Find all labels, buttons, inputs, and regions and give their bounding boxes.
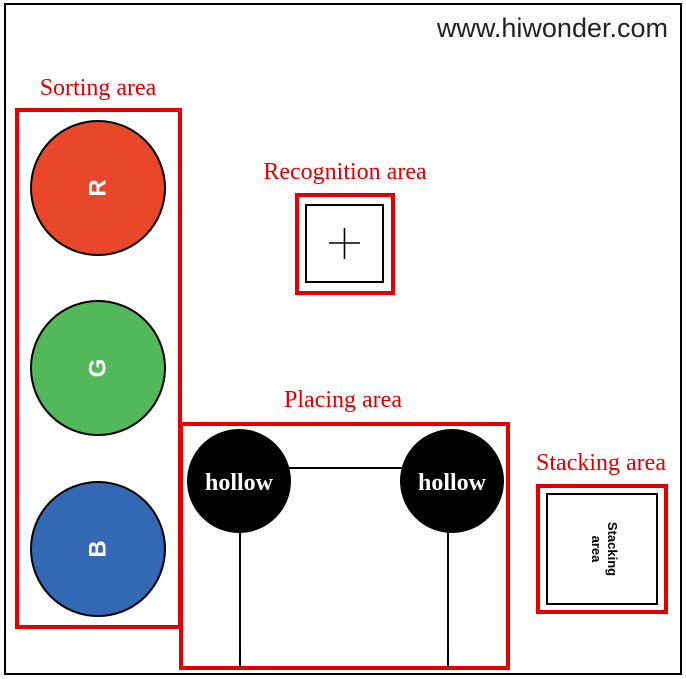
placing-slot-right: hollow <box>400 429 504 533</box>
sorting-slot-red: R <box>30 120 166 256</box>
red-letter: R <box>85 179 112 196</box>
placing-area-label: Placing area <box>284 387 402 413</box>
sorting-slot-green: G <box>30 300 166 436</box>
recognition-area-frame <box>295 193 395 295</box>
placing-area: Placing area hollow hollow <box>179 387 510 670</box>
placing-slot-left: hollow <box>187 429 291 533</box>
hollow-circle-left <box>187 429 291 533</box>
sorting-area-label: Sorting area <box>40 75 157 101</box>
sorting-slot-blue: B <box>30 481 166 617</box>
red-circle <box>30 120 166 256</box>
stacking-area-inner-box <box>546 493 658 605</box>
stacking-area: Stacking area Stacking area <box>536 450 668 614</box>
sorting-area-frame <box>15 108 182 629</box>
watermark-text: www.hiwonder.com <box>436 13 668 43</box>
stacking-area-frame <box>536 484 668 614</box>
recognition-area: Recognition area <box>263 159 427 295</box>
stacking-inner-line2: area <box>589 536 604 564</box>
crosshair-icon <box>329 228 360 259</box>
placing-area-frame <box>179 422 510 670</box>
hollow-label-right: hollow <box>418 470 487 496</box>
recognition-area-label: Recognition area <box>263 159 427 185</box>
stacking-area-label: Stacking area <box>536 450 666 476</box>
green-letter: G <box>85 359 112 378</box>
blue-circle <box>30 481 166 617</box>
sorting-area: Sorting area R G B <box>15 75 182 629</box>
stacking-area-inner-text: Stacking area <box>589 522 620 576</box>
hollow-circle-right <box>400 429 504 533</box>
green-circle <box>30 300 166 436</box>
stacking-inner-line1: Stacking <box>605 522 620 576</box>
blue-letter: B <box>85 540 112 557</box>
hollow-label-left: hollow <box>205 470 274 496</box>
